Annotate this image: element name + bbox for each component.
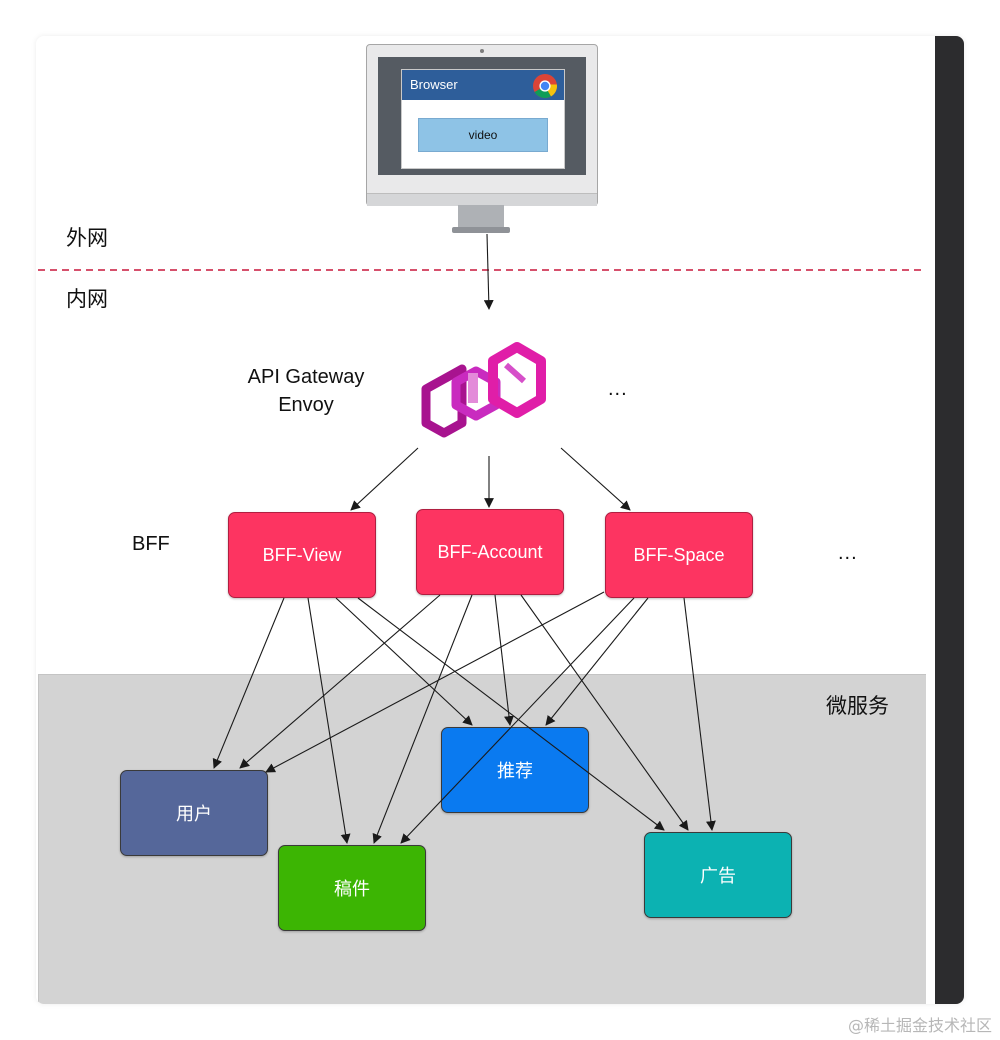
bff-space-node: BFF-Space: [605, 512, 753, 598]
monitor-bezel: Browser video: [366, 44, 598, 206]
bff-account-node: BFF-Account: [416, 509, 564, 595]
arrow-bffview-recommend: [335, 597, 473, 726]
arrow-bffaccount-manuscript: [372, 594, 473, 844]
service-user-node: 用户: [120, 770, 268, 856]
bff-ellipsis: ...: [838, 542, 858, 564]
arrow-gateway-bff-view: [350, 447, 419, 511]
client-monitor: Browser video: [366, 44, 598, 236]
arrow-bffview-manuscript: [307, 597, 351, 844]
arrow-bffaccount-user: [239, 594, 441, 769]
monitor-stand-foot: [452, 227, 510, 233]
arrow-bffspace-manuscript: [400, 597, 635, 844]
service-recommend-node: 推荐: [441, 727, 589, 813]
video-block: video: [418, 118, 548, 152]
right-edge-strip: [935, 36, 964, 1004]
inner-network-label: 内网: [66, 287, 108, 311]
bff-view-node: BFF-View: [228, 512, 376, 598]
bff-layer-label: BFF: [132, 533, 170, 555]
connection-arrows: [38, 233, 926, 844]
browser-window: Browser video: [401, 69, 565, 169]
arrow-gateway-bff-space: [560, 447, 631, 511]
camera-dot: [480, 49, 484, 53]
outer-network-label: 外网: [66, 226, 108, 250]
service-ads-node: 广告: [644, 832, 792, 918]
arrow-bffspace-ads: [683, 597, 716, 831]
gateway-ellipsis: ...: [608, 378, 628, 400]
arrow-bffspace-user: [265, 591, 605, 773]
watermark: @稀土掘金技术社区: [847, 1016, 992, 1035]
diagram-frame: Browser video 外网 内网 微服务 API Gateway Envo…: [36, 36, 964, 1004]
arrow-bffview-ads: [357, 597, 665, 831]
gateway-label-line1: API Gateway: [247, 366, 365, 388]
microservices-label: 微服务: [826, 694, 889, 718]
envoy-logo-icon: [421, 342, 546, 438]
chrome-icon: [533, 74, 557, 99]
arrow-bffaccount-recommend: [494, 594, 514, 726]
monitor-stand-neck: [458, 205, 504, 227]
browser-title-bar: Browser: [402, 70, 564, 100]
arrow-bffview-user: [212, 597, 285, 769]
arrow-bffspace-recommend: [545, 597, 649, 726]
arrow-bffaccount-ads: [520, 594, 689, 831]
monitor-chin: [367, 193, 597, 206]
service-manuscript-node: 稿件: [278, 845, 426, 931]
gateway-label-line2: Envoy: [278, 394, 334, 416]
browser-title: Browser: [410, 77, 458, 92]
arrow-client-gateway: [483, 233, 494, 310]
